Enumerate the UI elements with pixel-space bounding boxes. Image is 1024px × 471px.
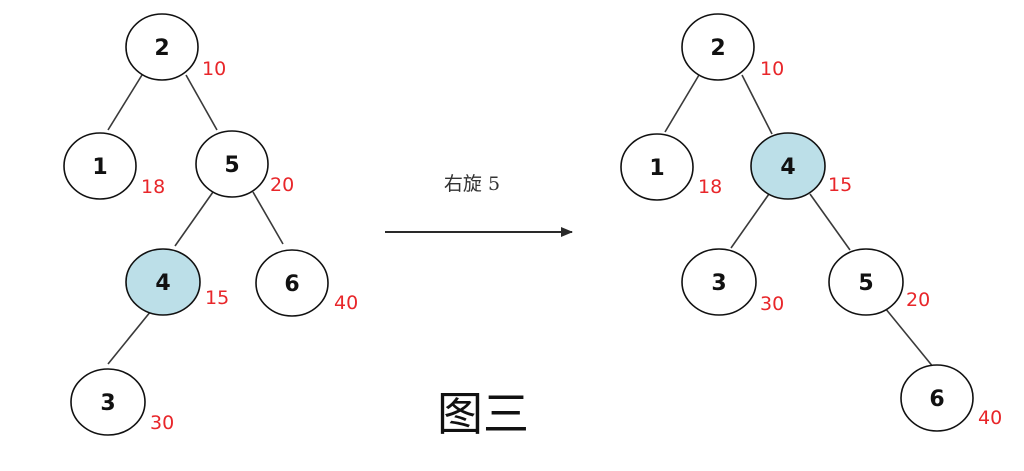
right-node-2-key: 2 bbox=[710, 36, 725, 61]
right-node-5-key: 5 bbox=[858, 271, 873, 296]
right-node-5: 5 20 bbox=[828, 248, 930, 316]
right-tree-edges bbox=[664, 74, 935, 369]
right-node-6-key: 6 bbox=[929, 387, 944, 412]
right-node-5-priority: 20 bbox=[906, 289, 930, 311]
right-node-3: 3 30 bbox=[681, 248, 784, 316]
right-node-1-priority: 18 bbox=[698, 176, 722, 198]
rotation-operation: 右旋 5 bbox=[385, 173, 573, 237]
left-node-3-circle bbox=[70, 368, 146, 436]
right-node-5-circle bbox=[828, 248, 904, 316]
left-node-4: 4 15 bbox=[125, 248, 229, 316]
right-node-1-key: 1 bbox=[649, 156, 664, 181]
left-edge-4-3 bbox=[107, 310, 152, 365]
right-node-3-key: 3 bbox=[711, 271, 726, 296]
left-node-5: 5 20 bbox=[195, 130, 294, 198]
figure-caption: 图三 bbox=[437, 387, 529, 441]
left-edge-2-1 bbox=[107, 74, 143, 131]
left-node-3: 3 30 bbox=[70, 368, 174, 436]
right-tree: 2 10 1 18 4 15 3 30 5 20 6 40 bbox=[620, 13, 1002, 432]
right-node-4: 4 15 bbox=[750, 132, 852, 200]
right-node-2: 2 10 bbox=[681, 13, 784, 81]
right-node-1: 1 18 bbox=[620, 133, 722, 201]
left-node-2-circle bbox=[125, 13, 199, 81]
left-node-1-circle bbox=[63, 132, 137, 200]
right-edge-2-1 bbox=[664, 74, 700, 133]
right-edge-2-4 bbox=[741, 74, 773, 135]
left-edge-5-4 bbox=[174, 191, 214, 247]
right-node-3-priority: 30 bbox=[760, 293, 784, 315]
left-node-6-priority: 40 bbox=[334, 292, 358, 314]
left-node-5-priority: 20 bbox=[270, 174, 294, 196]
left-node-1-key: 1 bbox=[92, 155, 107, 180]
right-node-2-circle bbox=[681, 13, 755, 81]
right-node-2-priority: 10 bbox=[760, 58, 784, 80]
left-node-4-priority: 15 bbox=[205, 287, 229, 309]
left-node-2-priority: 10 bbox=[202, 58, 226, 80]
left-node-3-priority: 30 bbox=[150, 412, 174, 434]
left-node-5-key: 5 bbox=[224, 153, 239, 178]
left-node-3-key: 3 bbox=[100, 391, 115, 416]
right-node-3-circle bbox=[681, 248, 757, 316]
left-edge-5-6 bbox=[252, 191, 284, 245]
left-tree-edges bbox=[107, 74, 284, 365]
right-node-1-circle bbox=[620, 133, 694, 201]
right-node-4-key: 4 bbox=[780, 155, 795, 180]
left-node-6-key: 6 bbox=[284, 272, 299, 297]
left-node-4-circle bbox=[125, 248, 201, 316]
right-node-4-circle bbox=[750, 132, 826, 200]
left-tree: 2 10 1 18 5 20 4 15 6 40 3 30 bbox=[63, 13, 358, 436]
right-edge-5-6 bbox=[884, 307, 935, 369]
left-node-1-priority: 18 bbox=[141, 176, 165, 198]
right-node-6: 6 40 bbox=[900, 364, 1002, 432]
right-node-6-priority: 40 bbox=[978, 407, 1002, 429]
right-node-4-priority: 15 bbox=[828, 174, 852, 196]
left-node-2-key: 2 bbox=[154, 36, 169, 61]
left-node-5-circle bbox=[195, 130, 269, 198]
right-edge-4-3 bbox=[730, 193, 770, 249]
left-node-6-circle bbox=[255, 249, 329, 317]
left-edge-2-5 bbox=[185, 74, 218, 131]
rotation-label: 右旋 5 bbox=[444, 173, 500, 195]
left-node-6: 6 40 bbox=[255, 249, 358, 317]
left-node-1: 1 18 bbox=[63, 132, 165, 200]
right-node-6-circle bbox=[900, 364, 974, 432]
left-node-4-key: 4 bbox=[155, 271, 170, 296]
left-node-2: 2 10 bbox=[125, 13, 226, 81]
right-edge-4-5 bbox=[809, 193, 851, 251]
